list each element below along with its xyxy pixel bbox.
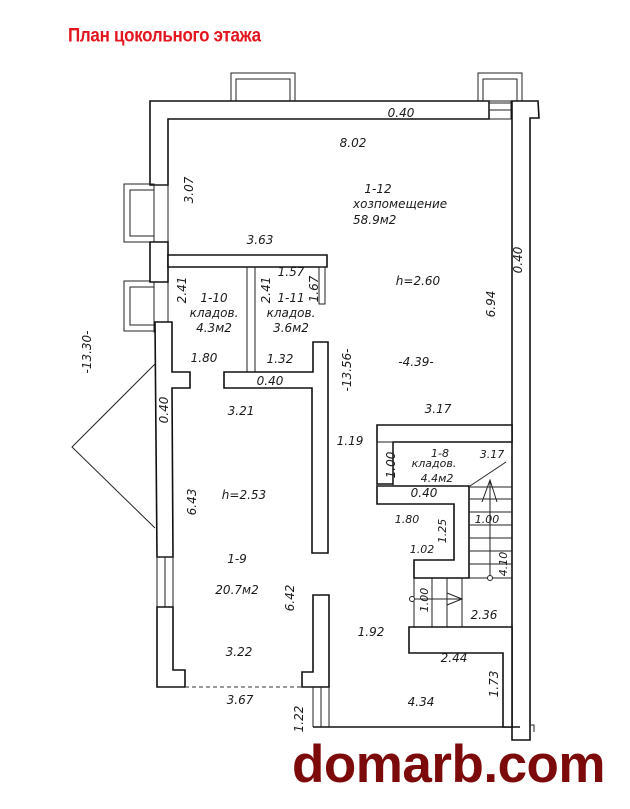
watermark-logo: domarb.com [292,735,606,794]
dim-stair-b: 1.25 [436,519,449,544]
partition-mid [223,341,329,554]
dim-mid-width: -4.39- [398,355,433,369]
dim-right-height: 6.94 [484,291,498,318]
dim-right-wall: 0.40 [511,246,525,273]
room-1-8-id: 1-8 [431,447,449,460]
dim-r9-height: 6.43 [185,489,199,516]
wall-stair-core [376,485,470,579]
dim-r9-height2: 6.42 [283,585,297,612]
entry-frame [312,687,520,728]
wall-right [511,100,540,741]
plan-title: План цокольного этажа [68,24,261,46]
dim-k11-width: 1.32 [267,352,294,366]
dim-r9-width-bottom: 3.22 [226,645,253,659]
room-1-9-area: 20.7м2 [215,583,258,597]
partition-k10-k11 [246,267,256,372]
room-1-10-area: 4.3м2 [196,321,232,335]
dim-overall-left: -13.30- [80,330,94,373]
dim-entry: 1.22 [292,706,306,733]
dim-k10-width: 1.80 [191,351,218,365]
window-top-right [477,72,523,104]
wall-lower-right [408,626,513,728]
dim-stair-e: 4.10 [497,552,510,577]
wall-left-bottom [156,606,186,688]
dim-corridor: 1.19 [337,434,364,448]
room-1-12-height: h=2.60 [396,274,441,288]
dim-r12-bottom: 3.17 [425,402,452,416]
dim-mid-vertical: -13.56- [340,348,354,391]
dim-top-width: 8.02 [340,136,367,150]
dim-stair-g: 2.36 [471,608,498,622]
stairs-lower [409,578,464,627]
dim-left-upper: 3.07 [182,176,196,203]
door-k8 [376,441,394,487]
dim-k8-wall: 0.40 [411,486,438,500]
window-left-1 [123,183,169,243]
dim-hall-c: 1.73 [487,671,501,698]
room-1-10-id: 1-10 [200,291,228,305]
room-1-11-area: 3.6м2 [273,321,309,335]
dim-hall-b: 2.44 [441,651,468,665]
room-1-11-id: 1-11 [277,291,304,305]
room-1-8-name: кладов. [412,457,457,470]
room-1-12-id: 1-12 [364,182,391,196]
wall-top [149,100,512,186]
room-1-9-height: h=2.53 [222,488,266,502]
dim-k11-height: 2.41 [259,277,273,304]
dim-opening: 3.67 [227,693,254,707]
room-1-12-name: хозпомещение [352,197,447,211]
dim-bottom-width: 4.34 [408,695,435,709]
wall-left-segment [149,241,169,283]
window-top-left [230,72,296,104]
dim-stair-a: 1.80 [395,513,420,526]
dim-left-wall: 0.40 [157,396,171,423]
dim-k11-top: 1.57 [278,265,305,279]
dim-stair-f: 1.00 [418,588,431,613]
room-1-9-id: 1-9 [227,552,247,566]
dim-k11-side: 1.67 [307,275,321,302]
dim-partition-top: 3.63 [247,233,274,247]
wall-left-main [154,321,191,558]
dim-k8-width: 3.17 [480,448,505,461]
partition-top [167,254,328,268]
partition-k11-side [318,266,326,305]
dim-partition-mid: 0.40 [257,374,284,388]
dim-stair-c: 1.02 [410,543,435,556]
dim-top-wall: 0.40 [388,106,415,120]
room-1-11-name: кладов. [267,306,316,320]
entrance-marker [71,363,156,529]
dim-stair-d: 1.00 [475,513,500,526]
stairs-upper [469,461,512,581]
dim-r9-width-top: 3.21 [228,404,255,418]
partition-lower [301,594,330,688]
room-1-10-name: кладов. [190,306,239,320]
window-left-3 [156,556,174,608]
room-1-8-area: 4.4м2 [421,472,454,485]
room-1-12-area: 58.9м2 [353,213,396,227]
dim-k8-height: 1.00 [384,451,398,478]
dim-k10-height: 2.41 [175,277,189,304]
dim-hall: 1.92 [358,625,385,639]
